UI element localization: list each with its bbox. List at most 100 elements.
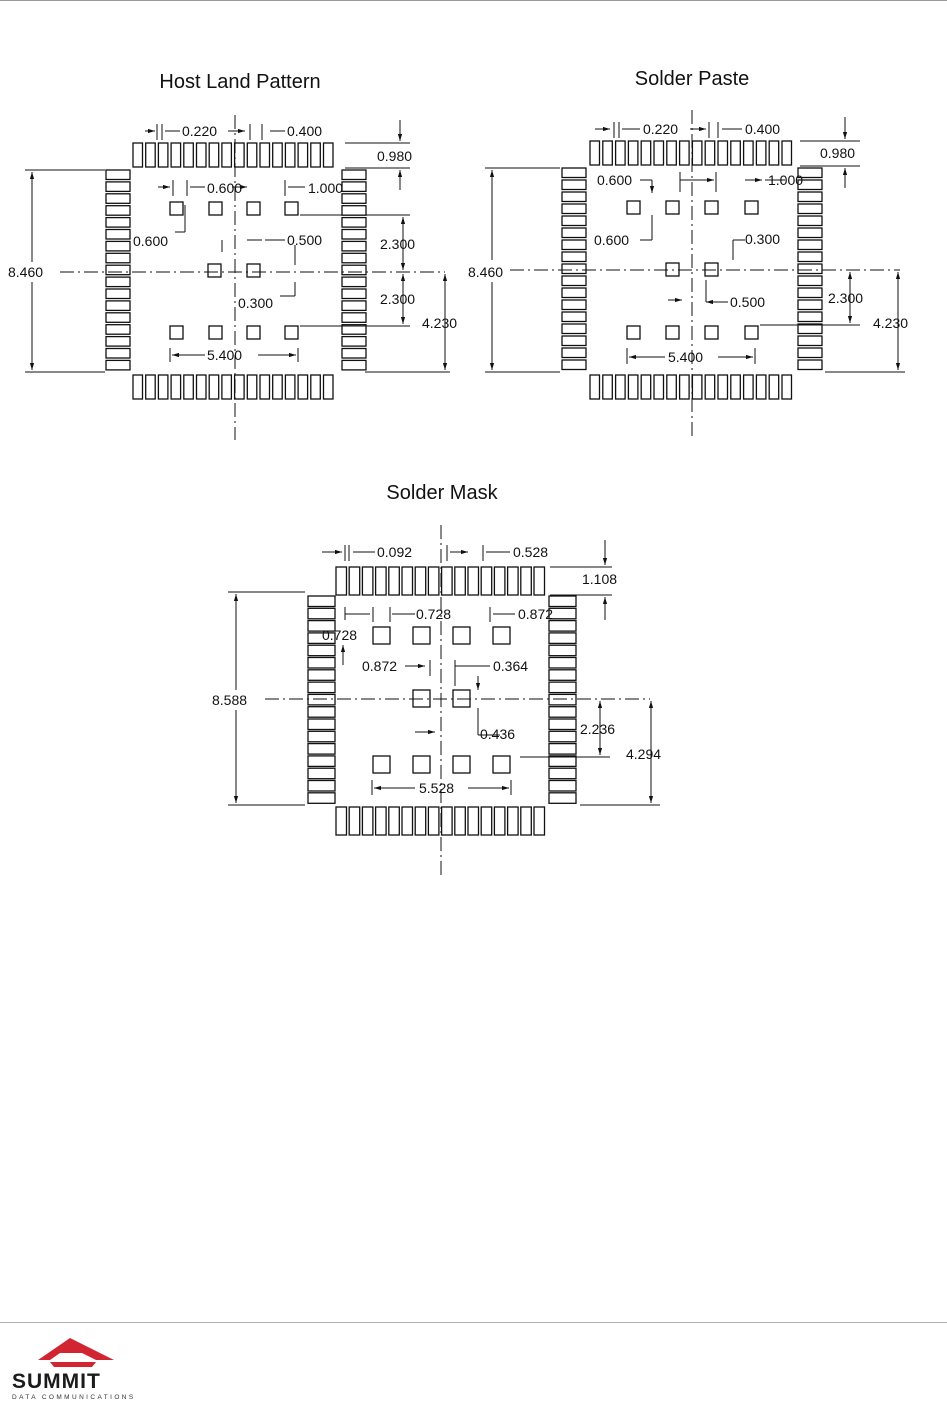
- solder-paste-dim-overall-height: 8.460: [468, 264, 503, 280]
- left-pad: [562, 312, 586, 322]
- left-pad: [308, 596, 335, 607]
- bottom-pad: [402, 807, 413, 835]
- host-land-dim-thermal-span: 5.400: [207, 347, 242, 363]
- top-pad: [442, 567, 453, 595]
- right-pad: [549, 608, 576, 619]
- right-pad: [342, 194, 366, 204]
- bottom-pad: [349, 807, 360, 835]
- bottom-pad: [428, 807, 439, 835]
- bottom-pad: [133, 375, 143, 399]
- bottom-pad: [235, 375, 245, 399]
- bottom-pad: [455, 807, 466, 835]
- left-pad: [562, 300, 586, 310]
- host-land-pattern-drawing: Host Land Pattern: [8, 71, 457, 440]
- right-pad: [342, 218, 366, 228]
- logo-red-shape: [38, 1338, 114, 1360]
- left-pad: [106, 265, 130, 275]
- right-pad: [798, 264, 822, 274]
- bottom-pad: [521, 807, 532, 835]
- right-pad: [342, 206, 366, 216]
- host-land-dim-pad-length: 0.980: [377, 148, 412, 164]
- thermal-pad: [453, 756, 470, 773]
- top-pad: [349, 567, 360, 595]
- left-pad: [106, 182, 130, 192]
- thermal-pad: [373, 756, 390, 773]
- bottom-pad: [667, 375, 677, 399]
- solder-mask-title: Solder Mask: [386, 482, 498, 504]
- thermal-pad: [247, 264, 260, 277]
- solder-mask-dim-thermal-span: 5.528: [419, 780, 454, 796]
- top-pad: [654, 141, 664, 165]
- bottom-pad: [389, 807, 400, 835]
- right-pad: [549, 658, 576, 669]
- right-pad: [342, 289, 366, 299]
- bottom-pad: [247, 375, 256, 399]
- thermal-pad: [666, 326, 679, 339]
- top-pad: [590, 141, 600, 165]
- top-pad: [171, 143, 181, 167]
- top-pad: [744, 141, 754, 165]
- host-land-dim-center-pad-size: 0.300: [238, 295, 273, 311]
- right-pad: [798, 192, 822, 202]
- summit-logo-mark: [20, 1336, 120, 1372]
- right-pad: [798, 228, 822, 238]
- thermal-pad: [705, 326, 718, 339]
- right-pad: [342, 349, 366, 359]
- top-pad: [362, 567, 373, 595]
- left-pad: [308, 793, 335, 804]
- left-pad: [308, 658, 335, 669]
- right-pad: [798, 336, 822, 346]
- left-pad: [308, 707, 335, 718]
- bottom-pad: [718, 375, 728, 399]
- host-land-dim-thermal-pad-size: 0.600: [207, 180, 242, 196]
- top-pad: [311, 143, 321, 167]
- solder-mask-dim-center-gap: 0.436: [480, 726, 515, 742]
- left-pad: [562, 180, 586, 190]
- right-pad: [342, 182, 366, 192]
- left-pad: [308, 781, 335, 792]
- left-pad: [106, 194, 130, 204]
- right-pad: [798, 240, 822, 250]
- left-pad: [106, 349, 130, 359]
- solder-mask-drawing: Solder Mask: [212, 482, 661, 875]
- left-pad: [106, 337, 130, 347]
- host-land-dim-thermal-pad-pitch: 1.000: [308, 180, 343, 196]
- left-pad: [562, 348, 586, 358]
- right-pad: [342, 230, 366, 240]
- host-land-dim-half-height: 4.230: [422, 315, 457, 331]
- left-pad: [562, 360, 586, 370]
- right-pad: [549, 694, 576, 705]
- right-pad: [549, 670, 576, 681]
- bottom-pad: [415, 807, 426, 835]
- bottom-pad: [756, 375, 766, 399]
- top-pad: [756, 141, 766, 165]
- right-pad: [342, 360, 366, 370]
- bottom-pad: [508, 807, 518, 835]
- top-pad: [389, 567, 400, 595]
- top-pad: [146, 143, 156, 167]
- solder-paste-dim-pad-gap: 0.220: [643, 121, 678, 137]
- host-land-dimension-labels: 0.220 0.400 0.980 0.600 1.000 0.600 0.50…: [8, 123, 457, 363]
- top-pad: [667, 141, 677, 165]
- solder-paste-dim-center-gap: 0.500: [730, 294, 765, 310]
- left-pad: [308, 719, 335, 730]
- right-pad: [549, 793, 576, 804]
- right-pad: [549, 768, 576, 779]
- solder-paste-dim-center-aperture: 0.300: [745, 231, 780, 247]
- host-land-dim-row-pitch-upper: 2.300: [380, 236, 415, 252]
- left-pad: [106, 241, 130, 251]
- bottom-pad: [222, 375, 232, 399]
- left-pad: [308, 744, 335, 755]
- top-pad: [782, 141, 792, 165]
- solder-mask-dim-opening-size: 0.728: [416, 606, 451, 622]
- left-pad: [106, 218, 130, 228]
- top-pad: [603, 141, 613, 165]
- bottom-pad: [705, 375, 715, 399]
- bottom-pad: [731, 375, 741, 399]
- bottom-pad: [197, 375, 207, 399]
- right-pad: [549, 719, 576, 730]
- right-pad: [342, 265, 366, 275]
- solder-mask-dimension-labels: 0.092 0.528 1.108 0.728 0.872 0.728 0.87…: [212, 544, 661, 796]
- logo-red-base: [50, 1362, 96, 1367]
- top-pad: [718, 141, 728, 165]
